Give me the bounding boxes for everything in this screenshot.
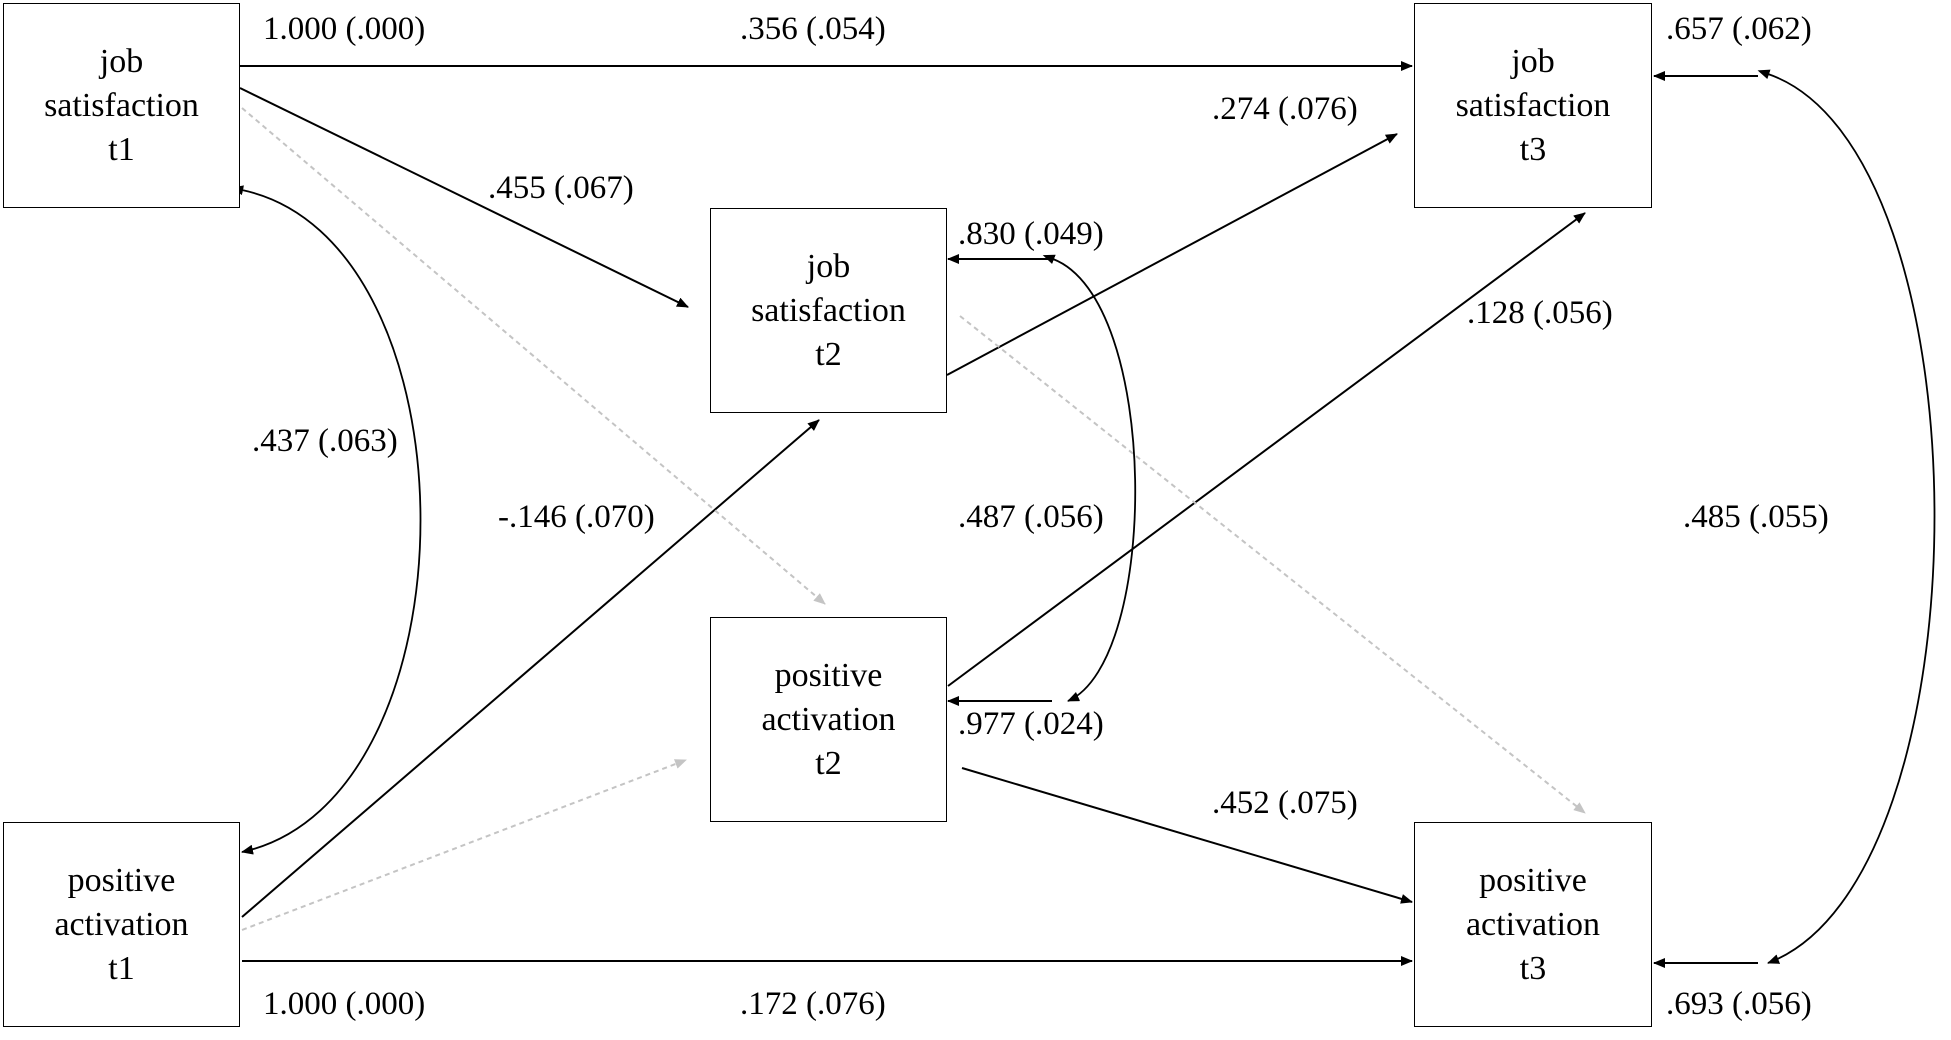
node-label-line: job — [806, 247, 851, 285]
node-label-line: activation — [761, 700, 896, 738]
node-label-line: activation — [1465, 905, 1601, 943]
node-positive-activation-t3: positive activation t3 — [1414, 822, 1652, 1027]
node-label-line: t1 — [108, 130, 135, 168]
path-js2-js3 — [946, 133, 1398, 376]
covariance-t2 — [1042, 254, 1137, 702]
node-label-line: t3 — [1519, 949, 1547, 987]
node-label-line: positive — [67, 861, 176, 899]
label-pa3-residual: .693 (.056) — [1666, 986, 1812, 1022]
label-pa2-residual: .977 (.024) — [958, 706, 1104, 742]
label-pa1-loading: 1.000 (.000) — [263, 986, 426, 1022]
node-label-line: job — [1511, 42, 1555, 80]
covariance-t3 — [1757, 69, 1936, 964]
path-js2-pa3-dashed — [959, 315, 1586, 814]
label-js2-js3: .274 (.076) — [1212, 91, 1358, 127]
label-js1-js2: .455 (.067) — [488, 170, 634, 206]
label-pa1-pa3: .172 (.076) — [740, 986, 886, 1022]
path-pa1-js2 — [241, 419, 820, 918]
node-label-line: satisfaction — [44, 86, 199, 124]
node-positive-activation-t2: positive activation t2 — [710, 617, 947, 822]
node-label-line: positive — [1479, 861, 1587, 899]
node-label-line: t2 — [815, 335, 842, 373]
node-label-line: t1 — [108, 949, 135, 987]
label-js1-loading: 1.000 (.000) — [263, 11, 426, 47]
label-cov-t1: .437 (.063) — [252, 423, 398, 459]
path-pa2-pa3 — [961, 767, 1413, 904]
node-label-line: t3 — [1519, 130, 1547, 168]
label-pa1-js2: -.146 (.070) — [498, 499, 655, 535]
covariance-t1 — [231, 185, 422, 855]
label-js1-js3: .356 (.054) — [740, 11, 886, 47]
node-label-line: positive — [774, 656, 883, 694]
node-positive-activation-t1: positive activation t1 — [3, 822, 240, 1027]
node-label-line: t2 — [815, 744, 842, 782]
node-label-line: job — [99, 42, 144, 80]
label-pa2-js3: .128 (.056) — [1467, 295, 1613, 331]
node-label-line: activation — [54, 905, 189, 943]
path-pa2-js3 — [947, 212, 1586, 687]
label-js2-residual: .830 (.049) — [958, 216, 1104, 252]
path-js1-js2 — [239, 87, 689, 308]
node-job-satisfaction-t1: job satisfaction t1 — [3, 3, 240, 208]
label-cov-t3: .485 (.055) — [1683, 499, 1829, 535]
node-job-satisfaction-t2: job satisfaction t2 — [710, 208, 947, 413]
label-pa2-pa3: .452 (.075) — [1212, 785, 1358, 821]
label-js3-residual: .657 (.062) — [1666, 11, 1812, 47]
path-js1-pa2-dashed — [241, 107, 826, 605]
node-label-line: satisfaction — [751, 291, 906, 329]
node-label-line: satisfaction — [1455, 86, 1611, 124]
node-job-satisfaction-t3: job satisfaction t3 — [1414, 3, 1652, 208]
label-cov-t2: .487 (.056) — [958, 499, 1104, 535]
path-pa1-pa2-dashed — [241, 759, 687, 931]
